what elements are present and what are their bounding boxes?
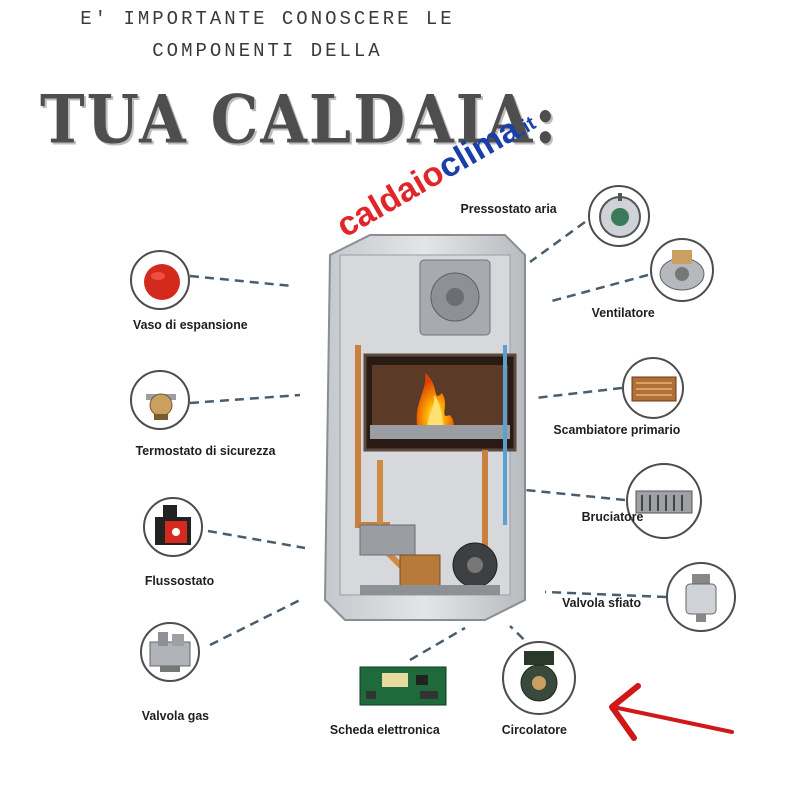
connector-flussostato [207,529,306,550]
label-flussostato: Flussostato [144,573,215,588]
heading-line-1: E' IMPORTANTE CONOSCERE LE [80,8,455,30]
connector-vaso [189,274,293,288]
connector-bruciatore [524,488,626,502]
fan-icon [650,238,714,302]
pressure-switch-icon [588,185,650,247]
connector-sfiato [544,590,667,599]
heat-exchanger-icon [622,357,684,419]
label-pressostato: Pressostato aria [460,201,557,216]
label-scheda: Scheda elettronica [329,722,440,737]
label-vaso-espansione: Vaso di espansione [133,317,248,332]
connector-termostato [189,393,301,405]
connector-scambiatore [534,386,623,400]
label-bruciatore: Bruciatore [581,509,644,524]
heading-line-2: COMPONENTI DELLA [152,40,383,62]
red-arrow-icon [609,683,734,741]
label-valvola-gas: Valvola gas [141,708,210,723]
page-title: TUA CALDAIA: [40,82,559,159]
label-valvola-sfiato: Valvola sfiato [562,595,642,610]
thermostat-icon [130,370,190,430]
connector-pressostato [529,220,586,264]
connector-valvola-gas [209,598,301,647]
pump-icon [502,641,576,715]
gas-valve-icon [140,622,200,682]
connector-scheda [409,626,466,662]
label-termostato: Termostato di sicurezza [135,443,276,458]
circuit-board-icon [358,665,448,707]
connector-ventilatore [547,273,649,304]
label-scambiatore: Scambiatore primario [553,422,681,437]
flow-switch-icon [143,497,203,557]
vent-valve-icon [666,562,736,632]
boiler-illustration [323,234,526,621]
label-circolatore: Circolatore [501,722,567,737]
expansion-vessel-icon [130,250,190,310]
burner-icon [626,463,702,539]
label-ventilatore: Ventilatore [591,305,655,320]
